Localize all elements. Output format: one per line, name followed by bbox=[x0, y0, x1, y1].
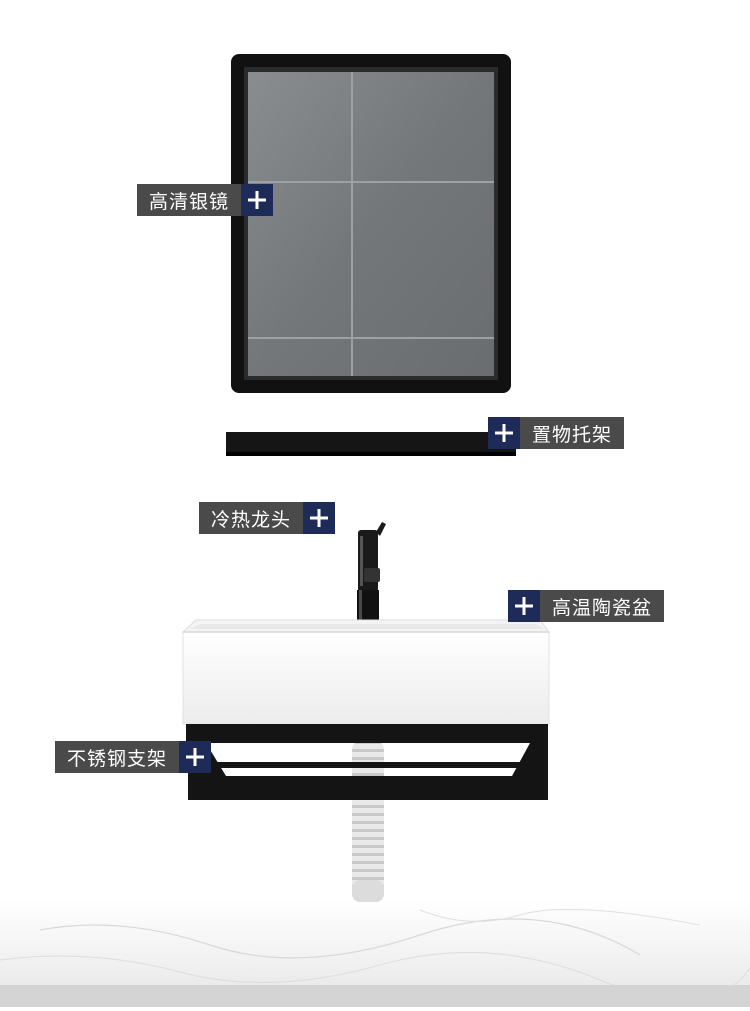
callout-basin-label: 高温陶瓷盆 bbox=[540, 590, 665, 622]
callout-mirror: 高清银镜 bbox=[137, 184, 274, 216]
callout-basin: 高温陶瓷盆 bbox=[508, 590, 665, 622]
callout-faucet: 冷热龙头 bbox=[199, 502, 336, 534]
basin bbox=[181, 619, 550, 725]
plus-icon[interactable] bbox=[508, 590, 540, 622]
plus-icon[interactable] bbox=[241, 184, 274, 216]
plus-icon[interactable] bbox=[179, 741, 212, 773]
shelf bbox=[226, 432, 516, 456]
callout-bracket: 不锈钢支架 bbox=[55, 741, 212, 773]
callout-faucet-label: 冷热龙头 bbox=[199, 502, 304, 534]
callout-shelf-label: 置物托架 bbox=[520, 417, 625, 449]
steel-bracket bbox=[186, 724, 548, 800]
callout-bracket-label: 不锈钢支架 bbox=[55, 741, 180, 773]
plus-icon[interactable] bbox=[303, 502, 336, 534]
callout-shelf: 置物托架 bbox=[488, 417, 625, 449]
plus-icon[interactable] bbox=[488, 417, 520, 449]
mirror bbox=[231, 54, 511, 393]
callout-mirror-label: 高清银镜 bbox=[137, 184, 242, 216]
faucet bbox=[357, 522, 386, 622]
